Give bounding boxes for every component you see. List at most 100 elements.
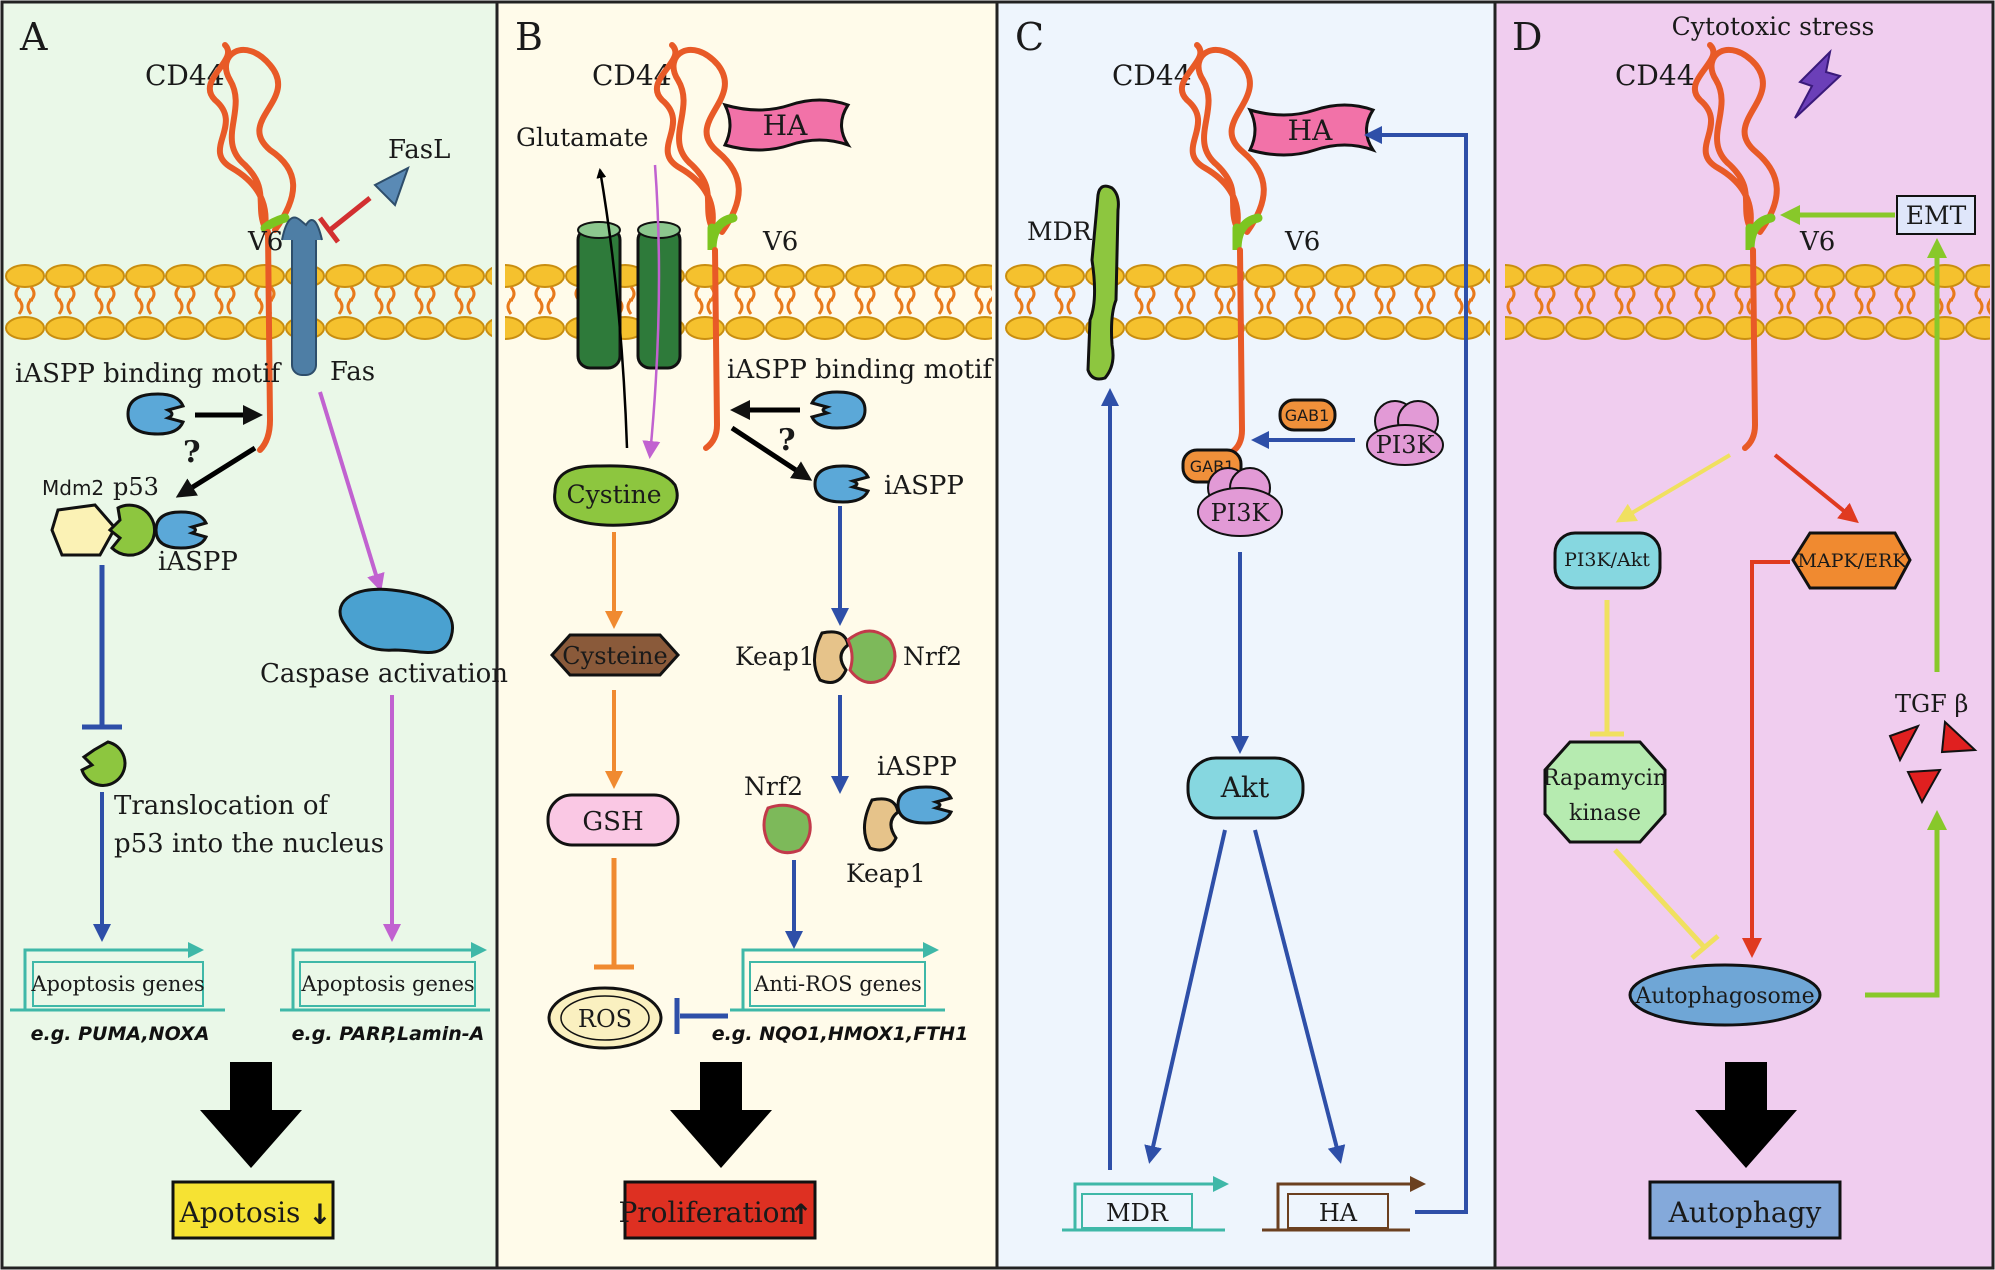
- cd44-v6-a: [260, 213, 290, 233]
- tgf-triangle-3: [1906, 768, 1942, 805]
- fasl-ligand: [373, 165, 410, 207]
- gene1-label-a: Apoptosis genes: [30, 972, 204, 996]
- panel-b: CD44 V6 HA Glutamate iASPP binding motif…: [516, 42, 995, 1240]
- panel-a-letter: A: [19, 15, 48, 59]
- ros-outer: [547, 986, 663, 1050]
- iaspp-motif-label-b: iASPP binding motif: [727, 355, 995, 385]
- gene-mdr-promoter: [1073, 1176, 1229, 1230]
- gene2-promoter-a: [291, 942, 487, 1010]
- outcome-box-a: [171, 1180, 335, 1240]
- keap1-label-b1: Keap1: [735, 642, 815, 671]
- rapa-label2: kinase: [1569, 801, 1641, 826]
- question-mark-b: ?: [778, 423, 796, 458]
- gene-ha-promoter: [1276, 1176, 1426, 1230]
- rapa-shape: [1543, 740, 1667, 844]
- ros-label: ROS: [578, 1005, 632, 1033]
- panel-d-letter: D: [1512, 15, 1542, 59]
- cd44-receptor-b: [653, 42, 742, 239]
- outcome-box-d: [1648, 1180, 1842, 1240]
- cystine-shape: [553, 464, 679, 527]
- lightning-icon: [1794, 48, 1842, 119]
- gene-ha-label: HA: [1319, 1199, 1358, 1227]
- pi3kakt-label: PI3K/Akt: [1564, 549, 1650, 571]
- keap1-label-b2: Keap1: [846, 859, 926, 888]
- nrf2-shape-b2: [762, 803, 812, 855]
- ros-inner: [560, 995, 650, 1041]
- v6-label-d: V6: [1799, 227, 1835, 257]
- caspase-shape: [338, 587, 454, 654]
- arrow-to-complex-a: [175, 445, 257, 498]
- tgf-triangle-2: [1940, 719, 1978, 754]
- outcome-arrow-b: ↑: [789, 1198, 812, 1231]
- p53-free: [80, 740, 127, 787]
- iaspp-icon-a1: [126, 392, 186, 436]
- outcome-label-b: Proliferation: [618, 1196, 797, 1229]
- gene-promoter-b: [741, 942, 939, 1010]
- glutamate-label: Glutamate: [516, 123, 648, 152]
- cd44-receptor-a: [206, 42, 297, 240]
- outcome-label-a: Apotosis: [179, 1196, 301, 1229]
- ha-label-b: HA: [763, 109, 808, 142]
- emt-box: [1896, 195, 1976, 235]
- nrf2-shape-b1: [846, 629, 897, 684]
- panel-a: CD44 V6 Fas FasL iASPP binding motif ? M…: [10, 42, 508, 1240]
- gene2-label-a: Apoptosis genes: [300, 972, 474, 996]
- ha-shape-b: [722, 98, 852, 152]
- question-mark-a: ?: [183, 435, 201, 470]
- big-arrow-b: [670, 1062, 772, 1168]
- translocation-line1: Translocation of: [114, 791, 330, 821]
- fasl-label: FasL: [388, 135, 450, 165]
- glutamate-arrow: [596, 168, 629, 449]
- rapa-label1: Rapamycin: [1543, 766, 1667, 791]
- cystine-label: Cystine: [566, 480, 661, 509]
- red-arrow-mapk: [1773, 453, 1859, 524]
- keap1-shape-b1: [813, 630, 850, 684]
- green-auto-to-tgf: [1865, 810, 1947, 998]
- gene1-eg-a: e.g. PUMA,NOXA: [31, 1023, 210, 1045]
- big-arrow-d: [1695, 1062, 1797, 1168]
- cd44-stem-b: [703, 247, 721, 451]
- iaspp-label-b2: iASPP: [877, 752, 957, 782]
- emt-label: EMT: [1906, 201, 1967, 230]
- blue-arrow-to-mdr: [1144, 829, 1227, 1164]
- pi3k-a-label: PI3K: [1376, 431, 1436, 459]
- gene2-box-a: [299, 961, 476, 1007]
- pi3k-a-shape: [1366, 400, 1444, 466]
- iaspp-icon-b3: [896, 785, 954, 825]
- gene1-box-a: [32, 961, 204, 1007]
- cd44-receptor-d: [1691, 42, 1780, 239]
- iaspp-icon-b1: [809, 390, 867, 430]
- cd44-stem-d: [1742, 247, 1759, 451]
- fas-receptor: [291, 224, 317, 376]
- v6-label-b: V6: [762, 227, 798, 257]
- cd44-label-d: CD44: [1615, 59, 1695, 92]
- nrf2-label-b1: Nrf2: [903, 642, 962, 671]
- transporter-left-top: [577, 221, 621, 239]
- pi3k-b-shape: [1197, 467, 1283, 537]
- gene-box-b: [749, 961, 926, 1007]
- membrane-d: [1505, 258, 1990, 346]
- pi3k-b-label: PI3K: [1211, 499, 1271, 527]
- iaspp-label-a: iASPP: [158, 547, 238, 577]
- translocation-line2: p53 into the nucleus: [114, 829, 384, 859]
- cd44-stem-a: [257, 229, 274, 453]
- mapk-shape: [1791, 531, 1912, 590]
- p53-shape: [107, 503, 156, 557]
- arrow-from-motif-b: [730, 425, 813, 481]
- panel-c: CD44 V6 HA MDR GAB1 PI3K GAB1 PI3K Akt: [1027, 42, 1468, 1232]
- cd44-v6-d: [1745, 213, 1776, 251]
- big-arrow-a: [200, 1062, 302, 1168]
- mdm2-shape: [50, 503, 117, 557]
- outcome-arrow-a: ↓: [308, 1198, 331, 1231]
- v6-label-a: V6: [247, 227, 283, 257]
- gene-mdr-label: MDR: [1106, 1199, 1169, 1227]
- iaspp-label-b1: iASPP: [884, 471, 964, 501]
- gsh-label: GSH: [582, 807, 643, 837]
- gab1-a-shape: [1278, 398, 1337, 432]
- yellow-inhibit-auto: [1613, 848, 1707, 950]
- gene2-eg-a: e.g. PARP,Lamin-A: [292, 1023, 485, 1045]
- membrane-a: [5, 258, 492, 346]
- gene-ha-box: [1287, 1193, 1389, 1229]
- outcome-label-d: Autophagy: [1668, 1196, 1822, 1229]
